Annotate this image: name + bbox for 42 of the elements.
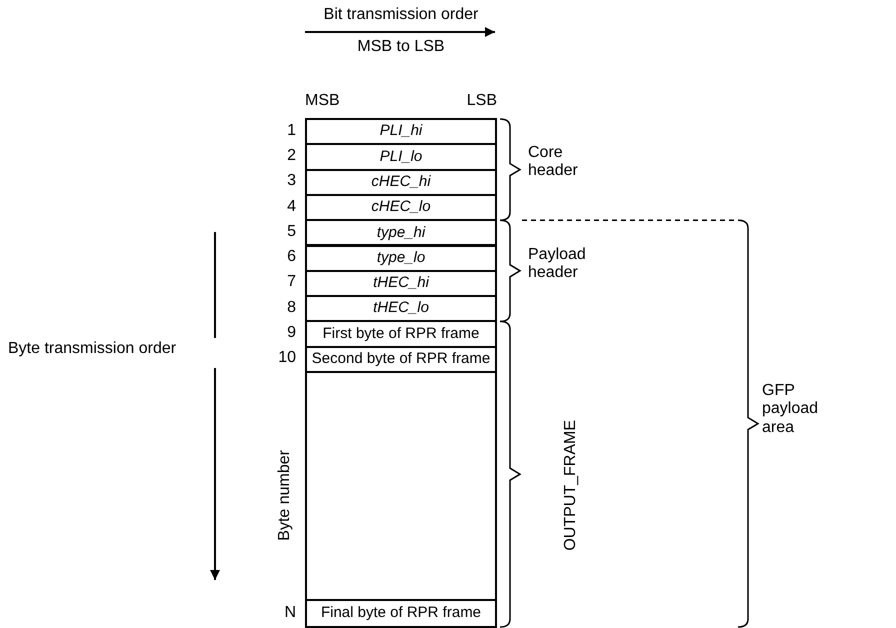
field-row	[305, 599, 497, 628]
field-name: tHEC_hi	[373, 275, 429, 292]
bracket-label: Payload header	[528, 246, 587, 283]
field-row	[305, 295, 497, 322]
bit-label: LSB	[466, 92, 497, 110]
field-row	[305, 346, 497, 373]
bit-label: MSB	[305, 92, 340, 110]
direction-label: Byte transmission order	[8, 340, 176, 358]
field-name: tHEC_lo	[373, 300, 429, 317]
byte-number: 9	[286, 324, 296, 342]
bracket-label: GFP payload area	[762, 382, 820, 438]
field-row	[305, 143, 497, 171]
byte-number: 6	[286, 248, 296, 267]
field-name: cHEC_hi	[371, 174, 431, 190]
field-name: First byte of RPR frame	[322, 326, 480, 342]
field-row	[305, 219, 497, 246]
field-name: Second byte of RPR frame	[312, 351, 490, 368]
field-row	[305, 118, 497, 146]
byte-number: N	[283, 604, 296, 622]
bracket-label: OUTPUT_FRAME	[562, 420, 580, 551]
byte-number: 3	[286, 172, 296, 191]
direction-label: Bit transmission order	[322, 6, 480, 24]
byte-number: 2	[286, 146, 296, 166]
frame-area	[305, 371, 497, 601]
byte-number: 7	[286, 273, 296, 292]
direction-label: MSB to LSB	[356, 38, 446, 56]
byte-number: 1	[286, 122, 296, 140]
field-name: PLI_hi	[380, 123, 422, 140]
field-row	[305, 168, 497, 196]
field-name: type_lo	[376, 250, 426, 266]
bracket-label: Core header	[528, 144, 579, 181]
field-name: cHEC_lo	[371, 199, 431, 216]
byte-number: 8	[286, 298, 296, 318]
field-row	[305, 244, 497, 272]
byte-number: 10	[277, 349, 296, 368]
field-name: type_hi	[376, 224, 426, 242]
byte-number: 5	[286, 222, 296, 242]
field-row	[305, 320, 497, 348]
axis-label: Byte number	[276, 450, 294, 541]
field-name: PLI_lo	[380, 148, 422, 166]
byte-number: 4	[286, 198, 296, 216]
field-name: Final byte of RPR frame	[320, 605, 482, 622]
